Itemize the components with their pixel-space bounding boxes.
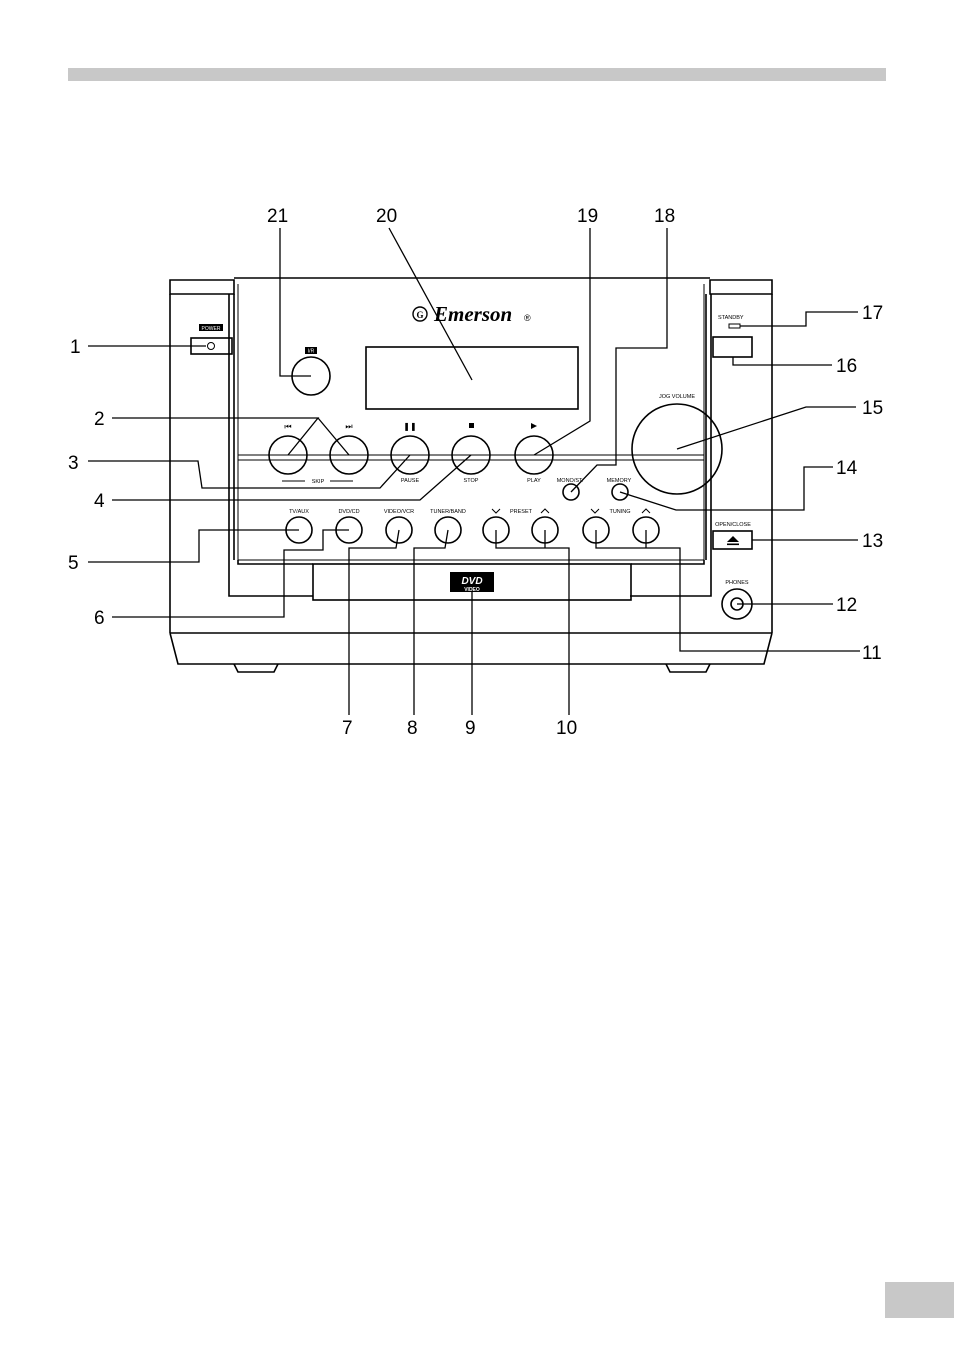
- play-icon: [531, 423, 537, 429]
- brand-name: Emerson: [433, 302, 512, 326]
- svg-text:TUNING: TUNING: [609, 509, 630, 515]
- callout-13: 13: [862, 531, 883, 552]
- callout-5: 5: [68, 553, 79, 574]
- preset-down-icon: [492, 509, 500, 513]
- callout-17: 17: [862, 303, 883, 324]
- callout-18: 18: [654, 206, 675, 227]
- svg-text:PRESET: PRESET: [510, 509, 533, 515]
- callout-14: 14: [836, 458, 858, 479]
- callout-1: 1: [70, 337, 81, 358]
- display-window: [366, 347, 578, 409]
- jog-volume-label: JOG VOLUME: [659, 394, 695, 400]
- callout-7: 7: [342, 718, 353, 739]
- svg-text:DVD: DVD: [461, 576, 482, 587]
- callout-20: 20: [376, 206, 397, 227]
- eject-icon: [727, 536, 739, 542]
- brand-registered: ®: [524, 313, 531, 323]
- button-16[interactable]: [713, 337, 752, 357]
- svg-text:VIDEO/VCR: VIDEO/VCR: [384, 509, 414, 515]
- callout-9: 9: [465, 718, 476, 739]
- ir-label: I/R: [308, 349, 315, 355]
- svg-text:TV/AUX: TV/AUX: [289, 509, 309, 515]
- play-label: PLAY: [527, 478, 541, 484]
- standby-label: STANDBY: [718, 315, 744, 321]
- open-close-label: OPEN/CLOSE: [715, 522, 751, 528]
- callout-21: 21: [267, 206, 288, 227]
- callout-3: 3: [68, 453, 79, 474]
- svg-text:POWER: POWER: [202, 326, 221, 332]
- svg-text:DVD/CD: DVD/CD: [338, 509, 359, 515]
- callout-19: 19: [577, 206, 598, 227]
- transport-buttons: ⏮ ⏭ SKIP ❚❚ PAUSE STOP PLAY: [269, 422, 553, 485]
- callout-12: 12: [836, 595, 857, 616]
- stop-label: STOP: [464, 478, 479, 484]
- callout-6: 6: [94, 608, 105, 629]
- phones-label: PHONES: [725, 580, 749, 586]
- skip-back-icon: ⏮: [284, 422, 291, 431]
- callout-8: 8: [407, 718, 418, 739]
- cabinet: [170, 278, 772, 672]
- power-control: POWER: [191, 324, 232, 354]
- standby-led: [729, 324, 740, 328]
- pause-label: PAUSE: [401, 478, 420, 484]
- pause-icon: ❚❚: [403, 422, 416, 431]
- callout-4: 4: [94, 491, 105, 512]
- callout-10: 10: [556, 718, 577, 739]
- source-buttons: TV/AUX DVD/CD VIDEO/VCR TUNER/BAND PRESE…: [286, 509, 659, 543]
- skip-forward-icon: ⏭: [345, 422, 352, 431]
- dvd-video-logo: DVD VIDEO: [450, 572, 494, 593]
- callout-15: 15: [862, 398, 883, 419]
- callout-numbers: 1 2 3 4 5 6 7 8 9 10 11 12 13 14 15 16 1…: [68, 206, 883, 739]
- callout-2: 2: [94, 409, 105, 430]
- skip-label: SKIP: [312, 479, 325, 485]
- svg-text:TUNER/BAND: TUNER/BAND: [430, 509, 466, 515]
- preset-up-icon: [541, 509, 549, 513]
- memory-label: MEMORY: [607, 478, 632, 484]
- tuning-up-icon: [642, 509, 650, 513]
- callout-11: 11: [862, 643, 882, 664]
- svg-text:G: G: [416, 310, 423, 320]
- callout-16: 16: [836, 356, 857, 377]
- stop-icon: [469, 423, 474, 428]
- tuning-down-icon: [591, 509, 599, 513]
